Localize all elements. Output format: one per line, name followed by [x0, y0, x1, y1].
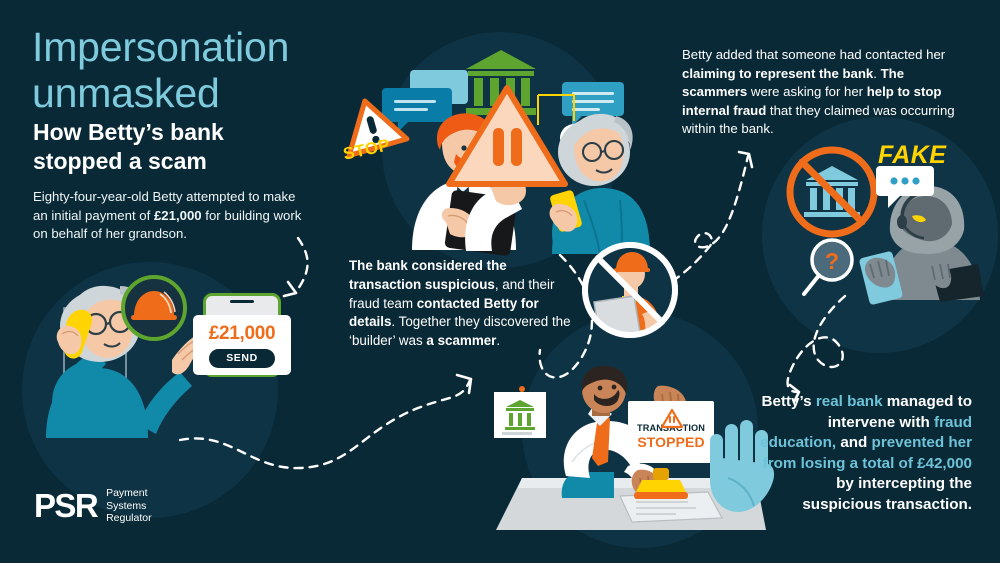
dashed-path-centre-to-scammer	[658, 154, 750, 292]
clerk-beard	[594, 390, 620, 406]
tr-bold-1: claiming to represent the bank	[682, 65, 874, 81]
page-subtitle: How Betty’s bank stopped a scam	[33, 118, 333, 176]
chat-bubbles-left	[382, 70, 481, 132]
payment-card: £21,000 SEND	[193, 315, 291, 375]
intro-part-2: for building work on behalf of her grand…	[33, 207, 302, 242]
betty-centre-illustration	[549, 113, 650, 255]
scammer-face-shadow	[900, 196, 952, 242]
transaction-stopped-card: TRANSACTION STOPPED	[628, 401, 714, 463]
psr-logo-mark: PSR	[34, 487, 99, 525]
betty-centre-glasses-right	[603, 139, 625, 161]
middle-paragraph: The bank considered the transaction susp…	[349, 257, 577, 351]
scammer-illustration	[859, 186, 984, 305]
mid-part-2: . Together they discovered the ‘builder’…	[349, 314, 571, 349]
rubber-stamp	[634, 468, 688, 499]
magnifier-handle	[802, 272, 822, 296]
br-part-1: Betty’s	[761, 393, 816, 410]
tr-bold-2: The scammers	[682, 65, 905, 100]
prohibition-slash	[798, 158, 866, 226]
arrowhead-bank	[455, 373, 473, 395]
scammer-grin	[912, 215, 926, 223]
clerk-tie	[592, 416, 610, 466]
crossed-out-builder	[582, 242, 678, 338]
fake-label: FAKE	[878, 141, 947, 169]
psr-logo-wordmark: Payment Systems Regulator	[106, 487, 152, 525]
intro-part-1: Eighty-four-year-old Betty attempted to …	[33, 189, 296, 223]
dashed-path-scammer-to-outcome	[786, 294, 847, 394]
page-title: Impersonation unmasked	[32, 24, 452, 116]
clerk-trousers	[561, 472, 614, 498]
phone-speaker	[230, 300, 254, 303]
arrowhead-phone	[282, 280, 298, 298]
br-part-3: and	[836, 434, 872, 451]
stopped-warning-icon	[660, 408, 684, 429]
arrowhead-scammer	[737, 150, 754, 169]
br-highlight-3: prevented her from losing a total of £42…	[762, 434, 972, 472]
builder-hardhat	[616, 252, 648, 270]
prohibition-ring	[786, 146, 878, 238]
stopped-label: STOPPED	[637, 434, 705, 450]
headset-mic	[903, 225, 925, 240]
betty-left-arm	[52, 348, 106, 428]
clerk-hair	[581, 365, 628, 394]
arrowhead-outcome	[788, 383, 801, 404]
builder-hardhat-badge	[121, 275, 187, 341]
br-highlight-2: fraud education,	[760, 413, 972, 452]
tr-bold-3: help to stop internal fraud	[682, 84, 942, 118]
bottom-right-paragraph: Betty’s real bank managed to intervene w…	[760, 392, 972, 515]
mid-part-3: .	[496, 333, 501, 349]
svg-text:?: ?	[825, 248, 839, 274]
dashed-path-intro-to-phone	[294, 236, 309, 294]
title-line-2: unmasked	[32, 70, 220, 116]
subtitle-line-2: stopped a scam	[33, 148, 207, 174]
psr-logo-line-2: Systems	[106, 499, 147, 512]
pause-bar-left	[493, 128, 504, 166]
br-part-4: by intercepting the suspicious transacti…	[802, 475, 972, 513]
mid-part-1: , and their fraud team	[349, 276, 555, 311]
magnifier-question-icon: ?	[802, 238, 854, 296]
psr-logo-line-1: Payment	[106, 487, 148, 499]
mid-bold-3: a scammer	[426, 333, 497, 349]
bank-sign-card	[494, 386, 546, 438]
dashed-path-phone-to-bank	[178, 378, 472, 470]
scammer-chat-bubble	[876, 166, 934, 208]
tr-part-4: that they claimed was occurring within t…	[682, 102, 955, 137]
headset-earpiece	[897, 215, 907, 229]
crossed-out-bank	[786, 146, 878, 238]
payment-phone: £21,000 SEND	[193, 293, 291, 377]
intro-paragraph: Eighty-four-year-old Betty attempted to …	[33, 188, 308, 244]
betty-phone-illustration	[46, 285, 210, 438]
psr-logo-line-3: Regulator	[106, 512, 152, 525]
tr-part-3: were asking for her	[747, 84, 867, 100]
mid-bold-1: The bank considered the transaction susp…	[349, 258, 507, 292]
payment-amount: £21,000	[208, 322, 276, 344]
stop-warning-triangle	[346, 98, 410, 158]
pause-bar-right	[511, 128, 522, 166]
pause-warning-triangle	[446, 85, 568, 187]
tr-part-1: Betty added that someone had contacted h…	[682, 47, 946, 62]
stop-hand-icon	[710, 420, 775, 512]
tr-part-2: .	[873, 65, 881, 81]
adviser-hair	[436, 113, 494, 150]
br-highlight-1: real bank	[815, 393, 883, 410]
mid-bold-2: contacted Betty for details	[349, 295, 539, 330]
intro-amount: £21,000	[153, 207, 202, 223]
br-part-2: managed to intervene with	[827, 393, 972, 431]
betty-right-arm	[138, 372, 192, 434]
send-button[interactable]: SEND	[209, 348, 275, 368]
subtitle-line-1: How Betty’s bank	[33, 119, 224, 145]
psr-logo[interactable]: PSR Payment Systems Regulator	[34, 487, 152, 525]
top-right-paragraph: Betty added that someone had contacted h…	[682, 46, 960, 139]
title-line-1: Impersonation	[32, 24, 290, 70]
